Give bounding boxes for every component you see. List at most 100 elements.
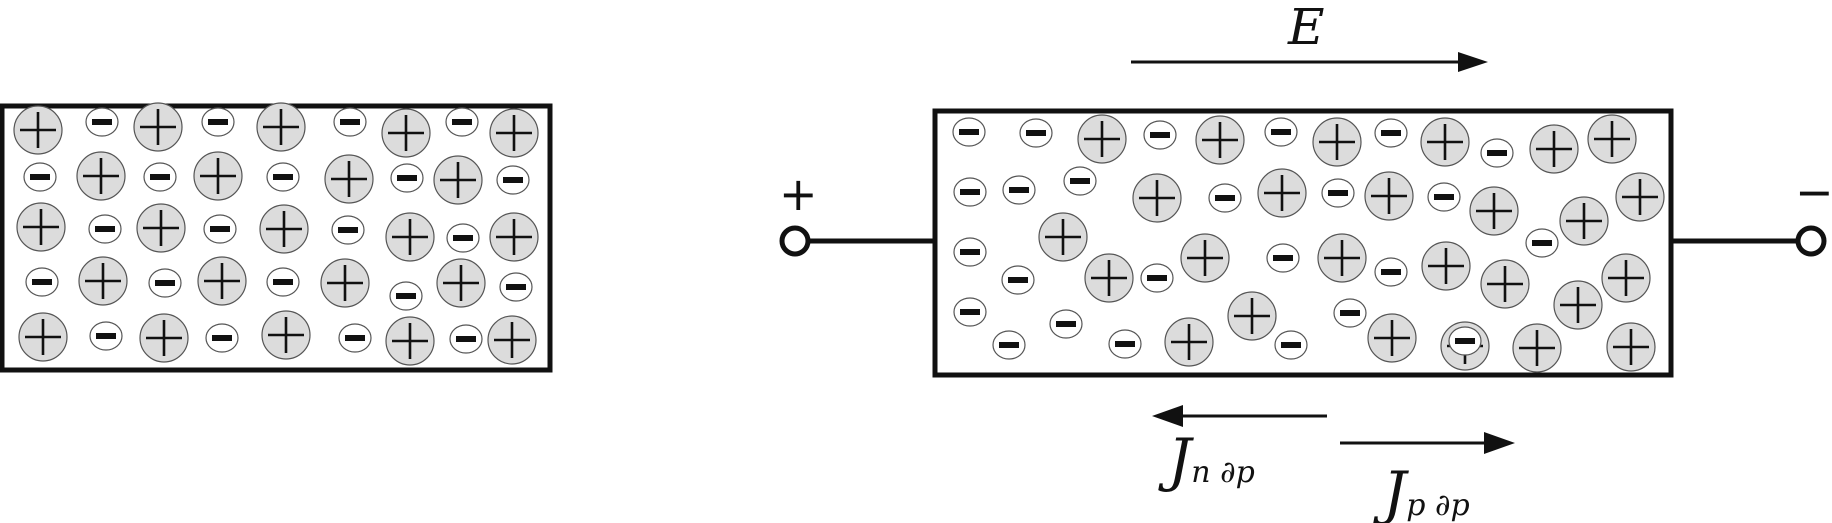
plus-ion-icon [1615, 172, 1665, 222]
plus-ion-icon [436, 258, 486, 308]
plus-ion-icon [259, 204, 309, 254]
plus-ion-icon [489, 108, 539, 158]
plus-ion-icon [133, 102, 183, 152]
minus-ion-icon [266, 267, 300, 297]
electric-field-arrow: E [1131, 0, 1488, 72]
plus-ion-icon [1317, 233, 1367, 283]
plus-ion-icon [1227, 291, 1277, 341]
sample-with-field-body [932, 108, 1674, 378]
plus-ion-icon [16, 202, 66, 252]
minus-ion-icon [952, 117, 986, 147]
plus-ion-icon [1257, 168, 1307, 218]
plus-ion-icon [1553, 280, 1603, 330]
field-label: E [1287, 0, 1325, 56]
minus-ion-icon [25, 267, 59, 297]
plus-ion-icon [193, 151, 243, 201]
plus-ion-icon [1077, 114, 1127, 164]
plus-ion-icon [1195, 115, 1245, 165]
minus-ion-icon [496, 165, 530, 195]
plus-ion-icon [1559, 196, 1609, 246]
plus-ion-icon [256, 102, 306, 152]
minus-ion-icon [1208, 183, 1242, 213]
minus-ion-icon [953, 237, 987, 267]
minus-ion-icon [205, 323, 239, 353]
plus-ion-icon [1512, 323, 1562, 373]
plus-ion-icon [76, 151, 126, 201]
minus-ion-icon [390, 163, 424, 193]
minus-ion-icon [89, 321, 123, 351]
electron-current-label: Jn ∂p [1158, 426, 1255, 494]
minus-ion-icon [1001, 265, 1035, 295]
sample-no-field-particles [13, 102, 539, 366]
minus-ion-icon [953, 297, 987, 327]
minus-ion-icon [1140, 263, 1174, 293]
plus-ion-icon [1132, 173, 1182, 223]
plus-ion-icon [1038, 212, 1088, 262]
plus-ion-icon [78, 256, 128, 306]
minus-ion-icon [23, 162, 57, 192]
sample-with-field-particles [952, 114, 1665, 373]
plus-ion-icon [433, 155, 483, 205]
right-terminal-sign: − [1795, 165, 1832, 219]
minus-ion-icon [1049, 309, 1083, 339]
minus-ion-icon [1525, 228, 1559, 258]
left-terminal-icon [779, 225, 811, 257]
hole-arrow-head [1484, 432, 1515, 454]
plus-ion-icon [197, 256, 247, 306]
minus-ion-icon [203, 214, 237, 244]
minus-ion-icon [499, 272, 533, 302]
minus-ion-icon [389, 281, 423, 311]
minus-ion-icon [1002, 175, 1036, 205]
sample-no-field [0, 102, 553, 373]
plus-ion-icon [1180, 233, 1230, 283]
minus-ion-icon [1063, 166, 1097, 196]
minus-ion-icon [1019, 118, 1053, 148]
plus-ion-icon [1420, 117, 1470, 167]
plus-ion-icon [487, 315, 537, 365]
sample-with-field: + − [779, 108, 1832, 378]
plus-ion-icon [136, 203, 186, 253]
plus-ion-icon [1367, 313, 1417, 363]
plus-ion-icon [1529, 124, 1579, 174]
minus-ion-icon [1274, 330, 1308, 360]
minus-ion-icon [85, 107, 119, 137]
minus-ion-icon [1108, 329, 1142, 359]
minus-ion-icon [992, 330, 1026, 360]
minus-ion-icon [1264, 117, 1298, 147]
plus-ion-icon [1364, 171, 1414, 221]
minus-ion-icon [1333, 298, 1367, 328]
minus-ion-icon [1374, 118, 1408, 148]
minus-ion-icon [449, 324, 483, 354]
minus-ion-icon [1143, 120, 1177, 150]
minus-ion-icon [1448, 326, 1482, 356]
minus-ion-icon [1427, 182, 1461, 212]
minus-ion-icon [1321, 178, 1355, 208]
minus-ion-icon [331, 215, 365, 245]
minus-ion-icon [1266, 243, 1300, 273]
plus-ion-icon [261, 310, 311, 360]
plus-ion-icon [1164, 317, 1214, 367]
plus-ion-icon [381, 108, 431, 158]
left-terminal-sign: + [779, 167, 818, 221]
minus-ion-icon [1374, 257, 1408, 287]
plus-ion-icon [139, 313, 189, 363]
plus-ion-icon [1084, 253, 1134, 303]
plus-ion-icon [1312, 117, 1362, 167]
plus-ion-icon [1469, 186, 1519, 236]
plus-ion-icon [1601, 253, 1651, 303]
minus-ion-icon [338, 323, 372, 353]
plus-ion-icon [1480, 259, 1530, 309]
hole-current-arrow: Jp ∂p [1340, 432, 1515, 523]
plus-ion-icon [13, 105, 63, 155]
plus-ion-icon [1606, 322, 1656, 372]
field-arrow-head [1458, 52, 1488, 72]
plus-ion-icon [18, 312, 68, 362]
plus-ion-icon [385, 316, 435, 366]
minus-ion-icon [266, 162, 300, 192]
minus-ion-icon [953, 177, 987, 207]
plus-ion-icon [489, 212, 539, 262]
minus-ion-icon [201, 107, 235, 137]
minus-ion-icon [148, 268, 182, 298]
minus-ion-icon [445, 107, 479, 137]
